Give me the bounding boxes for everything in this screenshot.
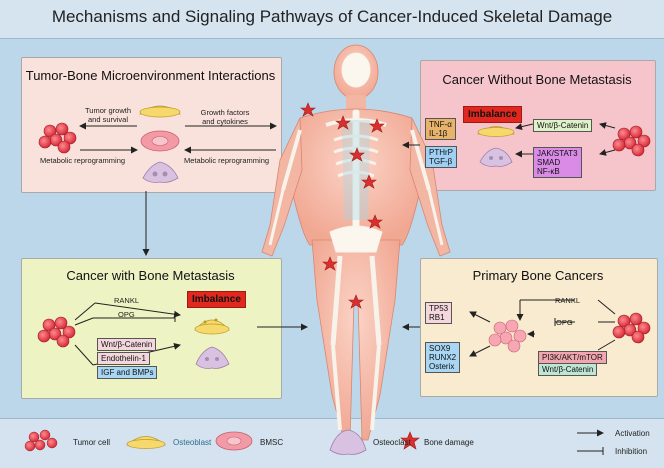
human-body-figure [261, 44, 451, 441]
box-wnt-pbc: Wnt/β-Catenin [538, 363, 598, 376]
box-sox9-runx2-osterix: SOX9 RUNX2 Osterix [425, 342, 461, 373]
panel-title-tbm: Tumor-Bone Microenvironment Interactions [25, 68, 276, 83]
box-pthrp-tgfb: PTHrP TGF-β [425, 146, 457, 168]
label-metabolic-left: Metabolic reprogramming [40, 156, 126, 165]
box-tp53-rb1: TP53 RB1 [425, 302, 453, 324]
panel-title-cwbm: Cancer Without Bone Metastasis [442, 72, 632, 87]
bone-damage-markers [300, 102, 385, 309]
legend-activation: Activation [615, 429, 650, 438]
sox9-label: SOX9 [429, 344, 451, 353]
box-tnf-il1b: TNF-α IL-1β [425, 118, 456, 140]
tp53-label: TP53 [429, 304, 449, 313]
label-opg-pbc: OPG [556, 318, 573, 327]
title-bar [0, 0, 664, 39]
legend-bar [0, 418, 664, 468]
tnf-label: TNF-α [429, 120, 452, 129]
tbm-cells [38, 105, 181, 183]
legend-graphics [24, 429, 604, 455]
legend-bone-damage: Bone damage [424, 438, 474, 447]
box-wnt-cwbm: Wnt/β-Catenin [533, 119, 593, 132]
panel-title-cbm: Cancer with Bone Metastasis [66, 268, 235, 283]
legend-osteoclast: Osteoclast [373, 438, 411, 447]
cwbm-cells [477, 125, 651, 167]
jak-label: JAK/STAT3 [537, 149, 578, 158]
osterix-label: Osterix [429, 362, 455, 371]
label-growth-factors: Growth factors and cytokines [200, 108, 250, 126]
label-tumor-growth: Tumor growth and survival [85, 106, 131, 124]
runx2-label: RUNX2 [429, 353, 457, 362]
pthrp-label: PTHrP [429, 148, 453, 157]
il1b-label: IL-1β [429, 129, 448, 138]
smad-label: SMAD [537, 158, 561, 167]
label-opg-cbm: OPG [118, 310, 135, 319]
imbalance-badge-cwbm: Imbalance [463, 106, 522, 123]
pbc-cells [488, 312, 651, 353]
page-title: Mechanisms and Signaling Pathways of Can… [51, 7, 613, 26]
label-rankl-pbc: RANKL [555, 296, 581, 305]
label-rankl-cbm: RANKL [114, 296, 140, 305]
legend-osteoblast: Osteoblast [173, 438, 212, 447]
panel-title-pbc: Primary Bone Cancers [472, 268, 604, 283]
box-wnt-cbm: Wnt/β-Catenin [97, 338, 157, 351]
legend-inhibition: Inhibition [615, 447, 648, 456]
box-jak-smad-nfkb: JAK/STAT3 SMAD NF-κB [533, 147, 582, 178]
legend-tumor-cell: Tumor cell [73, 438, 111, 447]
box-endothelin: Endothelin-1 [97, 352, 150, 365]
rb1-label: RB1 [429, 313, 445, 322]
tgfb-label: TGF-β [429, 157, 453, 166]
legend-bmsc: BMSC [260, 438, 284, 447]
imbalance-badge-cbm: Imbalance [187, 291, 246, 308]
cbm-cells [37, 316, 230, 369]
box-igf-bmps: IGF and BMPs [97, 366, 158, 379]
label-metabolic-right: Metabolic reprogramming [184, 156, 270, 165]
nfkb-label: NF-κB [537, 167, 560, 176]
